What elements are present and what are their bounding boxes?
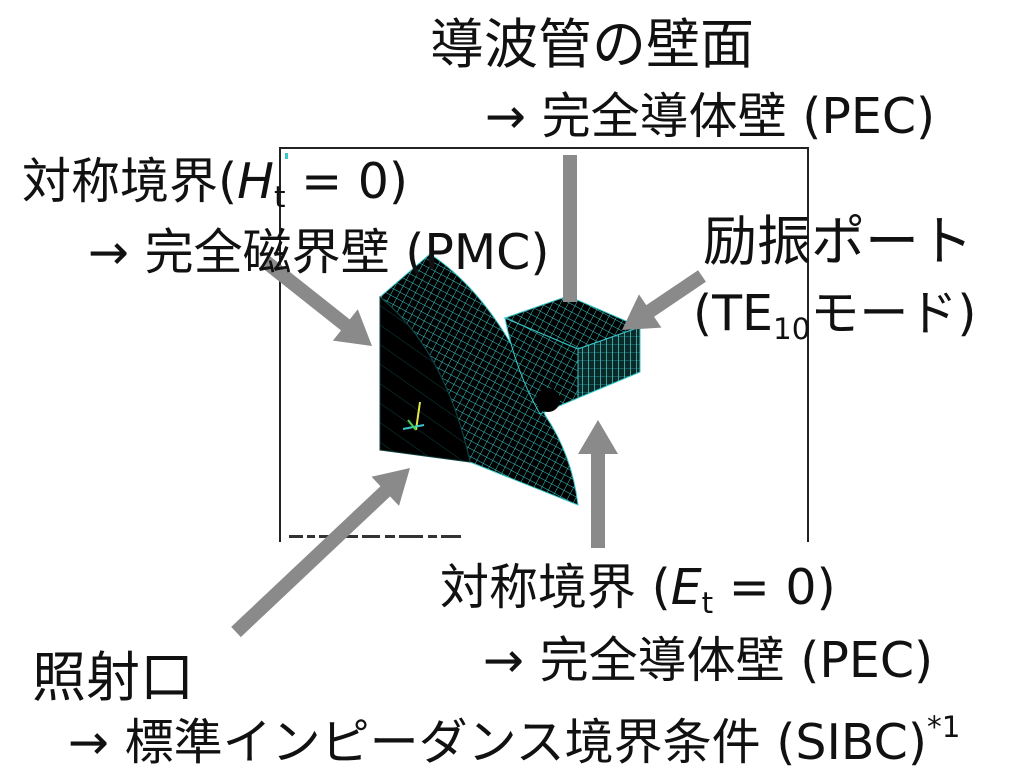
excitation-port-face — [577, 326, 641, 399]
symmetry-h-prefix: 対称境界( — [22, 153, 238, 210]
arrow-to-symmetry-pmc-shaft — [261, 256, 352, 332]
symmetry-e-suffix: = 0) — [713, 559, 836, 616]
arrow-to-symmetry-pmc-head — [332, 309, 372, 346]
feed-hole — [536, 388, 560, 412]
arrow-to-aperture-head — [371, 468, 410, 506]
arrow-to-aperture — [231, 468, 410, 638]
arrow-to-aperture-shaft — [231, 484, 392, 638]
symmetry-e-subscript: t — [701, 585, 714, 620]
arrow-to-symmetry-pmc — [261, 256, 372, 346]
mode-prefix: (TE — [693, 285, 774, 342]
status-strip — [289, 535, 461, 538]
model-frame — [279, 147, 809, 542]
arrow-to-excitation-port — [622, 270, 706, 330]
symmetry-e-prefix: 対称境界 ( — [440, 559, 671, 616]
symmetry-e-condition: → 完全導体壁 (PEC) — [483, 632, 934, 689]
symmetry-e-title: 対称境界 (Et = 0) — [440, 563, 836, 618]
horn-left-face — [379, 295, 471, 463]
mode-subscript: 10 — [773, 311, 811, 346]
symmetry-e-variable: E — [670, 559, 702, 616]
aperture-condition-text: → 標準インピーダンス境界条件 (SIBC) — [68, 714, 927, 771]
pointer-arrows — [231, 155, 706, 638]
mode-suffix: モード) — [810, 285, 977, 342]
symmetry-h-condition: → 完全磁界壁 (PMC) — [88, 224, 550, 281]
symmetry-h-title: 対称境界(Ht = 0) — [22, 157, 408, 212]
symmetry-h-subscript: t — [273, 179, 286, 214]
waveguide-wall-title: 導波管の壁面 — [430, 13, 754, 76]
aperture-title: 照射口 — [32, 646, 194, 709]
excitation-port-mode: (TE10モード) — [693, 289, 977, 344]
aperture-footnote: *1 — [927, 709, 961, 744]
symmetry-h-suffix: = 0) — [285, 153, 409, 210]
symmetry-h-variable: H — [237, 153, 274, 210]
excitation-port-title: 励振ポート — [703, 210, 973, 273]
arrow-to-excitation-port-shaft — [644, 270, 706, 318]
arrow-to-excitation-port-head — [622, 294, 662, 330]
arrow-to-symmetry-pec-head — [578, 420, 618, 454]
aperture-condition: → 標準インピーダンス境界条件 (SIBC)*1 — [68, 712, 960, 767]
coordinate-axes-icon — [402, 401, 425, 431]
waveguide-wall-condition: → 完全導体壁 (PEC) — [485, 88, 936, 145]
arrow-to-symmetry-pec — [578, 420, 618, 548]
